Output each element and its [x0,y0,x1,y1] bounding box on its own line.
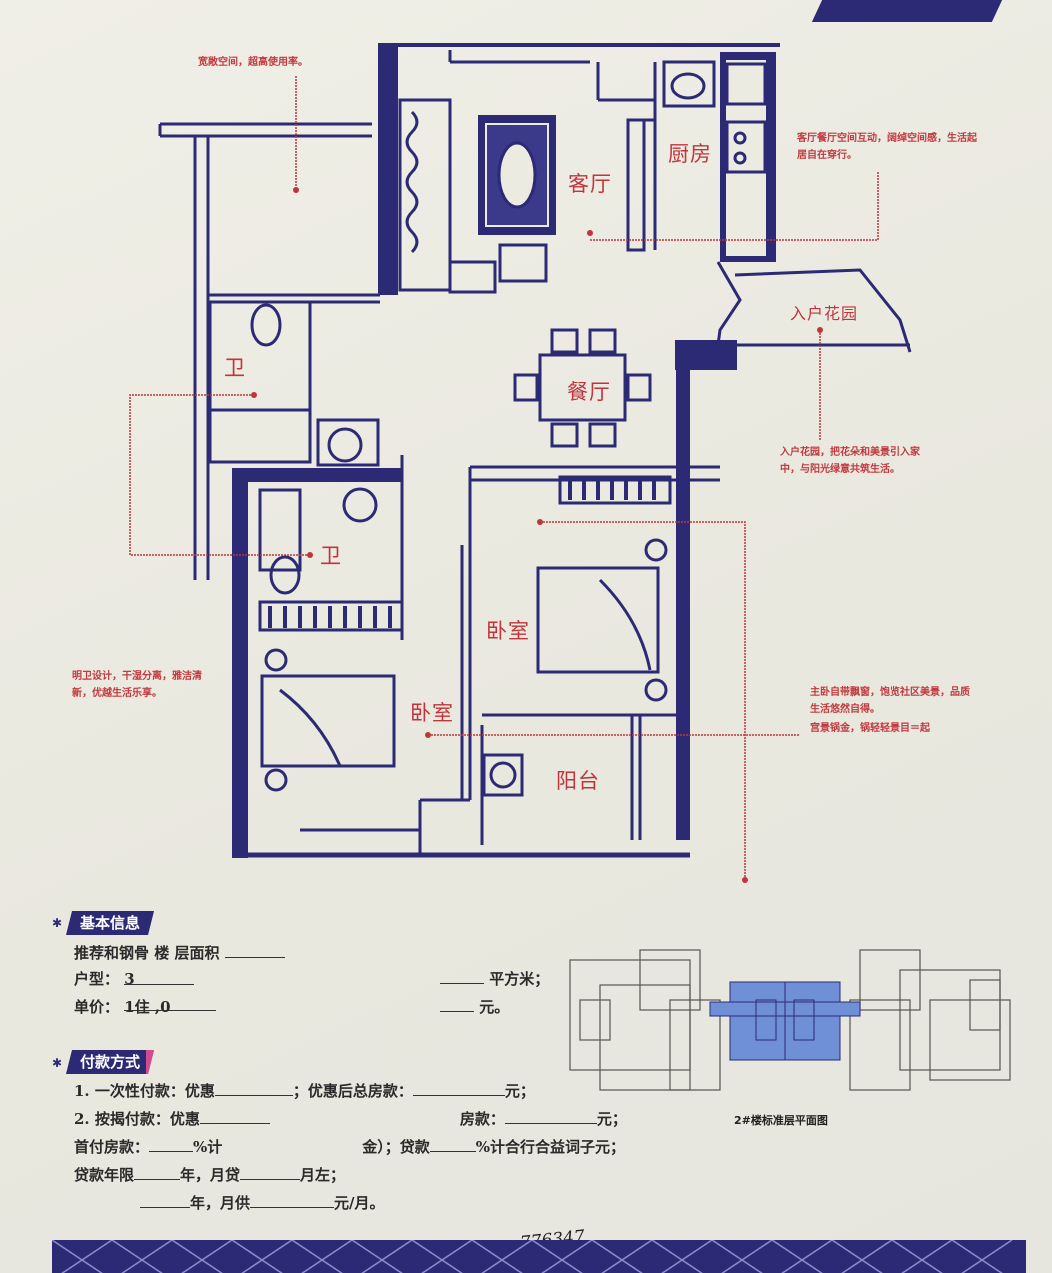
info-type-value: 3 [124,970,195,988]
bullet-icon: ✱ [52,1056,63,1070]
payment-line3-d: %计合行合益词子元； [475,1138,626,1156]
room-label-bedroom-left: 卧室 [410,701,454,725]
bullet-icon: ✱ [52,916,63,930]
payment-line3-b: %计 [193,1138,223,1156]
payment-line1-a: 1. 一次性付款：优惠 [74,1082,215,1100]
payment-blank [412,1081,505,1096]
info-price-label: 单价： [74,998,120,1016]
info-recommended: 推荐和钢骨 楼 层面积 [74,942,285,963]
info-price-blank [440,997,474,1012]
payment-line2-c: 元； [596,1110,627,1128]
info-area: 平方米； [440,968,549,989]
payment-blank [240,1165,301,1180]
note-entry-garden: 入户花园，把花朵和美景引入家中，与阳光绿意共筑生活。 [780,447,920,475]
payment-blank [214,1081,293,1096]
payment-line1-c: 元； [504,1082,535,1100]
room-label-dining: 餐厅 [567,380,611,404]
info-recommended-text: 推荐和钢骨 楼 层面积 [74,944,220,962]
room-label-living: 客厅 [568,172,612,196]
payment-blank [140,1193,190,1208]
site-plan-thumbnail [569,949,1011,1091]
room-label-kitchen: 厨房 [668,142,712,166]
bottom-decor-band [52,1240,1026,1273]
room-label-bath-top: 卫 [224,356,246,380]
info-price: 单价： 1住 ,0 [74,996,217,1017]
payment-line4-c: 月左； [300,1166,346,1184]
section-basic-info: 基本信息 [66,911,154,935]
payment-line2-b: 房款： [459,1110,505,1128]
info-area-blank [440,969,484,984]
payment-blank [250,1193,335,1208]
payment-blank [134,1165,181,1180]
info-price-unit: 元。 [479,998,510,1016]
payment-blank [429,1137,476,1152]
room-label-bedroom-right: 卧室 [486,619,530,643]
payment-line3-c: 金）；贷款 [362,1138,430,1156]
note-top-left: 宽敞空间，超高使用率。 [198,57,308,68]
site-plan-caption: 2#楼标准层平面图 [734,1114,828,1127]
info-type-label: 户型： [74,970,120,988]
payment-line5-b: 元/月。 [334,1194,385,1212]
section-payment: 付款方式 [66,1050,154,1074]
payment-line3-a: 首付房款： [74,1138,150,1156]
note-bathroom: 明卫设计，干湿分离，雅洁清新，优越生活乐享。 [72,671,202,699]
info-price-value: 1住 ,0 [124,996,217,1016]
note-master-bedroom-extra: 宫景锅金，锅轻轻景目＝起 [810,723,930,734]
payment-blank [149,1137,194,1152]
payment-line-2: 2. 按揭付款：优惠 房款： 元； [74,1108,627,1129]
note-master-bedroom: 主卧自带飘窗，饱览社区美景，品质生活悠然自得。 [810,687,970,715]
payment-line4-a: 贷款年限 [74,1166,135,1184]
note-top-right: 客厅餐厅空间互动，阔绰空间感，生活起居自在穿行。 [797,133,977,161]
info-area-unit: 平方米； [489,970,550,988]
info-type: 户型： 3 [74,968,195,989]
room-label-entry-garden: 入户花园 [790,304,859,323]
payment-line-1: 1. 一次性付款：优惠 ；优惠后总房款： 元； [74,1080,535,1101]
payment-line-3: 首付房款： %计 金）；贷款 %计合行合益词子元； [74,1136,625,1157]
room-label-bath-bottom: 卫 [320,544,342,568]
payment-blank [199,1109,270,1124]
payment-line-4: 贷款年限 年，月贷 月左； [74,1164,345,1185]
room-label-balcony: 阳台 [556,769,600,793]
diamond-pattern-icon [52,1240,1013,1273]
info-price-unit-line: 元。 [440,996,509,1017]
payment-line4-b: 年，月贷 [180,1166,241,1184]
floor-plan-drawing [129,43,912,883]
info-recommended-blank [224,943,285,958]
payment-line1-b: ；优惠后总房款： [292,1082,413,1100]
payment-line2-a: 2. 按揭付款：优惠 [74,1110,200,1128]
payment-blank [504,1109,597,1124]
payment-line5-a: 年，月供 [190,1194,251,1212]
payment-line-5: 年，月供 元/月。 [140,1192,385,1213]
